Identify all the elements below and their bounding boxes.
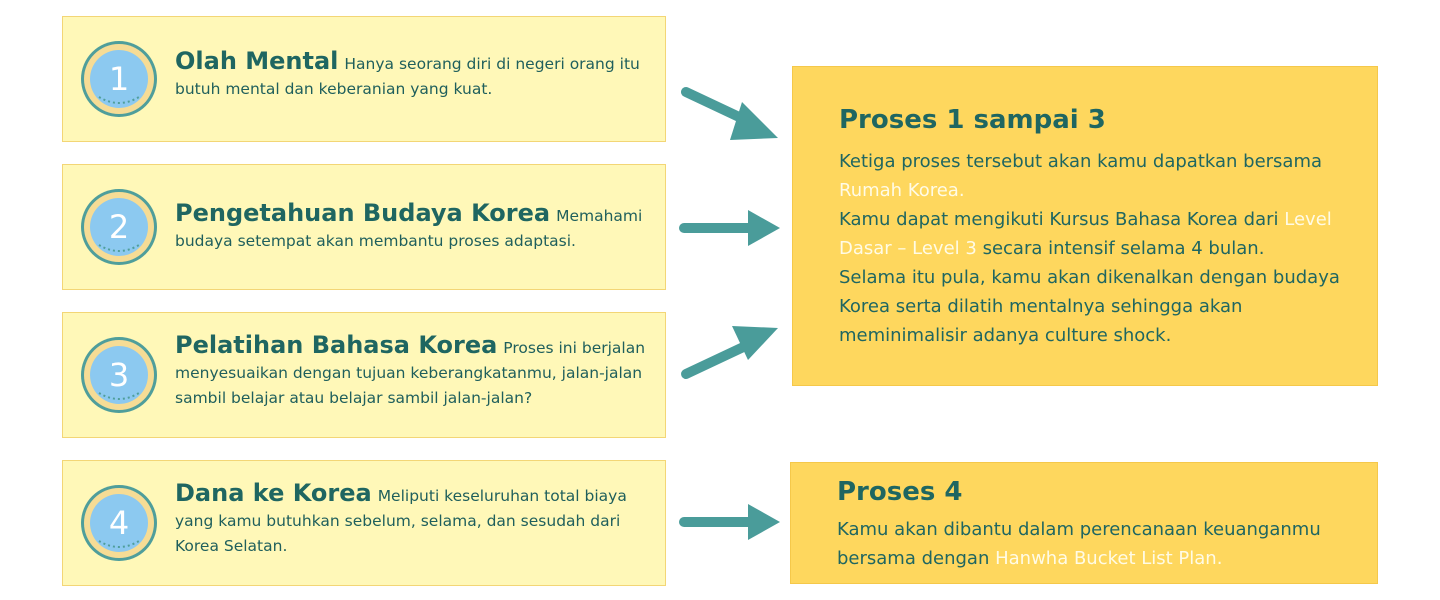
highlight-level: Level Dasar – Level 3 (839, 209, 1332, 259)
summary-panel-1: Proses 1 sampai 3 Ketiga proses tersebut… (792, 66, 1378, 386)
step-title: Olah Mental (175, 47, 339, 75)
badge-number: 2 (109, 208, 129, 246)
badge-number: 1 (109, 60, 129, 98)
step-title: Dana ke Korea (175, 479, 372, 507)
panel-text: Kamu akan dibantu dalam perencanaan keua… (837, 519, 1321, 569)
panel-body: Ketiga proses tersebut akan kamu dapatka… (839, 147, 1357, 350)
number-badge-2: 2 (81, 189, 157, 265)
step-description: Meliputi keseluruhan total biaya yang ka… (175, 487, 627, 555)
step-title: Pelatihan Bahasa Korea (175, 331, 498, 359)
step-description: Memahami budaya setempat akan membantu p… (175, 207, 643, 250)
panel-paragraph-2: Kamu dapat mengikuti Kursus Bahasa Korea… (839, 205, 1357, 263)
number-badge-3: 3 (81, 337, 157, 413)
number-badge-4: 4 (81, 485, 157, 561)
panel-text: secara intensif selama 4 bulan. (976, 238, 1265, 259)
badge-number: 4 (109, 504, 129, 542)
step-description: Proses ini berjalan menyesuaikan dengan … (175, 339, 646, 407)
arrow-step3-to-panel (681, 326, 778, 379)
number-badge-1: 1 (81, 41, 157, 117)
panel-body: Kamu akan dibantu dalam perencanaan keua… (837, 515, 1357, 573)
summary-panel-2: Proses 4 Kamu akan dibantu dalam perenca… (790, 462, 1378, 584)
panel-paragraph-3: Selama itu pula, kamu akan dikenalkan de… (839, 267, 1340, 346)
step-title: Pengetahuan Budaya Korea (175, 199, 551, 227)
step-description: Hanya seorang diri di negeri orang itu b… (175, 55, 640, 98)
panel-title: Proses 4 (837, 477, 963, 507)
arrow-step2-to-panel (679, 210, 780, 246)
badge-number: 3 (109, 356, 129, 394)
panel-text: Ketiga proses tersebut akan kamu dapatka… (839, 151, 1323, 172)
panel-paragraph-1: Ketiga proses tersebut akan kamu dapatka… (839, 147, 1357, 205)
highlight-hanwha: Hanwha Bucket List Plan. (995, 548, 1223, 569)
panel-text: Kamu dapat mengikuti Kursus Bahasa Korea… (839, 209, 1285, 230)
panel-title: Proses 1 sampai 3 (839, 105, 1106, 135)
arrow-step1-to-panel (681, 87, 778, 140)
arrow-step4-to-panel (679, 504, 780, 540)
highlight-rumah-korea: Rumah Korea. (839, 180, 965, 201)
